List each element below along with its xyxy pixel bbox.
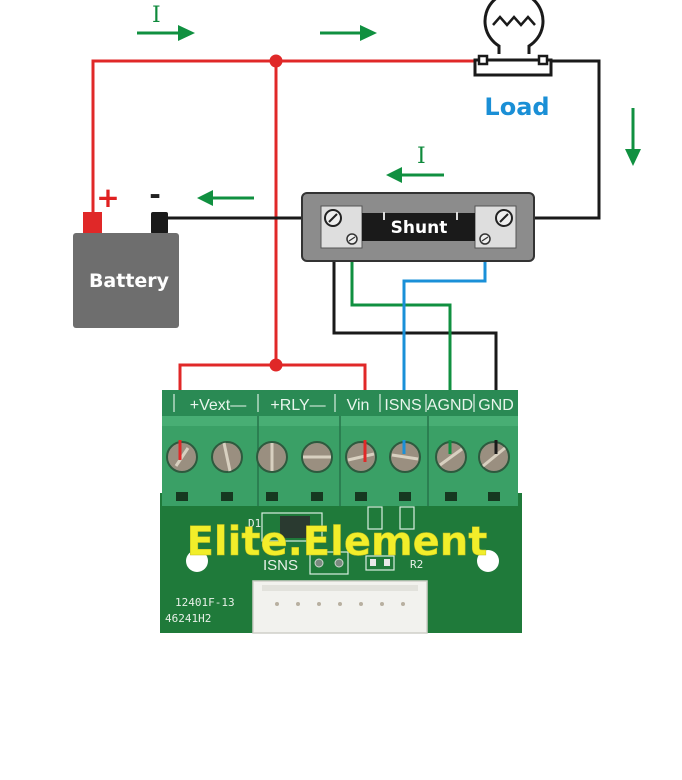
terminal-label-vin: Vin	[347, 397, 370, 414]
filament-icon	[492, 15, 536, 27]
silk-part-number: 12401F-13	[175, 596, 235, 609]
battery: Battery + -	[73, 178, 179, 328]
screw-icon[interactable]	[256, 441, 288, 473]
screw-icon	[495, 209, 513, 227]
screw-icon[interactable]	[435, 441, 467, 473]
terminal-label-strip	[162, 390, 518, 416]
sense-wire-agnd	[350, 238, 452, 455]
current-label-middle: I	[417, 144, 426, 169]
current-label-top: I	[152, 3, 161, 28]
silk-serial: 46241H2	[165, 612, 211, 625]
battery-body	[73, 233, 179, 328]
chip	[280, 516, 310, 538]
load-bulb: Load	[473, 0, 553, 121]
brand-watermark: Elite.Element	[187, 519, 488, 565]
mounting-hole-left	[186, 550, 208, 572]
screw-icon[interactable]	[389, 441, 421, 473]
battery-plus-sign: +	[96, 181, 119, 214]
terminal-screws	[166, 441, 510, 473]
terminal-label-vext: +Vext—	[190, 397, 246, 414]
sensor-board: +Vext— +RLY— Vin ISNS AGND GND	[160, 390, 522, 634]
terminal-slots	[176, 492, 500, 501]
junction-node-top	[269, 54, 283, 68]
sense-screw-icon	[479, 233, 491, 245]
current-arrow-battery	[197, 190, 254, 206]
silk-d1: D1	[248, 517, 261, 530]
current-arrow-top-left: I	[137, 3, 195, 41]
shunt: Shunt	[301, 192, 535, 262]
silk-r2: R2	[410, 558, 423, 571]
terminal-label-isns: ISNS	[384, 397, 421, 414]
screw-icon[interactable]	[345, 441, 377, 473]
mounting-hole-right	[477, 550, 499, 572]
isns-jumper	[309, 551, 349, 575]
battery-negative-terminal	[151, 212, 168, 234]
screw-icon[interactable]	[166, 441, 198, 473]
sense-screw-icon	[346, 233, 358, 245]
battery-label: Battery	[89, 270, 170, 292]
component-outline	[261, 512, 323, 542]
screw-icon[interactable]	[478, 441, 510, 473]
screw-icon[interactable]	[301, 441, 333, 473]
current-arrow-middle: I	[386, 144, 444, 183]
screw-icon	[324, 209, 342, 227]
shunt-label: Shunt	[391, 218, 448, 238]
junction-node-bottom	[269, 358, 283, 372]
current-arrow-down	[625, 108, 641, 166]
battery-positive-terminal	[83, 212, 102, 234]
pin-header-connector	[252, 580, 428, 634]
terminal-label-agnd: AGND	[427, 397, 473, 414]
silk-isns: ISNS	[263, 557, 298, 574]
load-label: Load	[484, 93, 549, 121]
battery-minus-sign: -	[149, 178, 161, 211]
terminal-label-rly: +RLY—	[270, 397, 325, 414]
light-bulb-icon	[483, 0, 545, 54]
screw-icon[interactable]	[211, 441, 243, 473]
current-arrow-top-right	[320, 25, 377, 41]
terminal-label-gnd: GND	[478, 397, 514, 414]
